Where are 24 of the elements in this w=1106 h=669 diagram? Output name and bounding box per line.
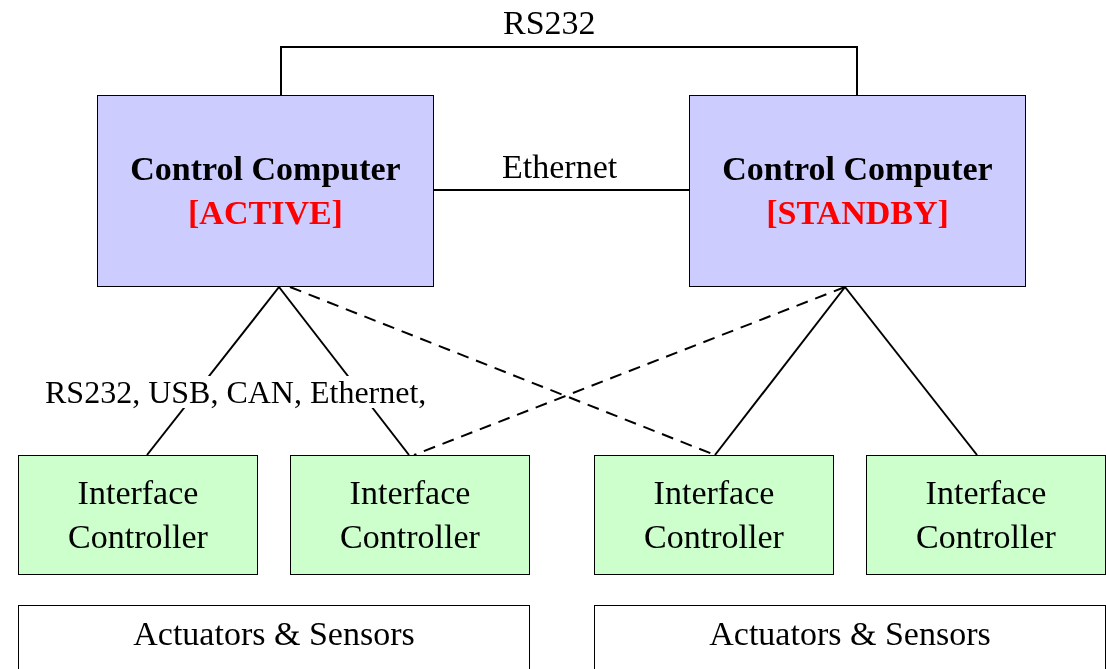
connector-line [280,46,858,96]
controller-box [594,455,834,575]
controller-box [866,455,1106,575]
status-label: [ACTIVE] [188,193,343,233]
node-label: Interface Controller [643,472,785,557]
status-label: [STANDBY] [766,193,949,233]
node-label: Actuators & Sensors [133,614,415,654]
connector-line [714,286,846,456]
connector-line [413,286,846,456]
node-label: Control Computer [722,148,993,189]
connector-line [433,189,690,191]
computer-box [689,95,1026,287]
device-box [594,605,1106,669]
node-label: Actuators & Sensors [709,614,991,654]
node-label: Interface Controller [339,472,481,557]
controller-box [18,455,258,575]
computer-box [97,95,434,287]
interface-list-label: RS232, USB, CAN, Ethernet, [45,376,427,408]
node-label: Interface Controller [67,472,209,557]
connector-line [844,286,978,456]
node-label: Control Computer [130,148,401,189]
controller-box [290,455,530,575]
node-label: Interface Controller [915,472,1057,557]
device-box [18,605,530,669]
